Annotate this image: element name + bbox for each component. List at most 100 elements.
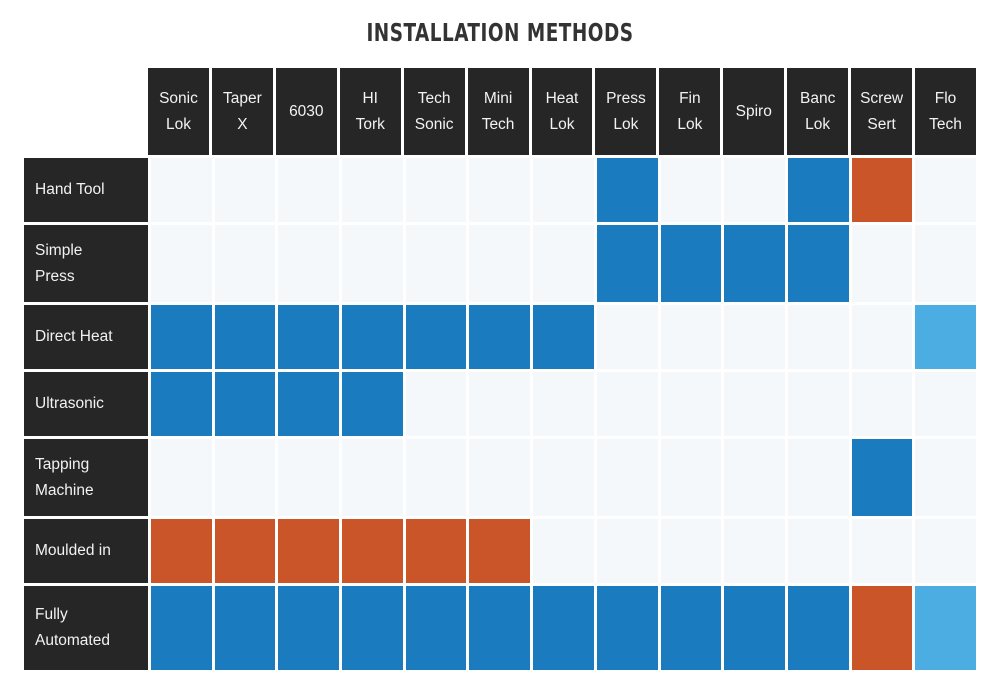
matrix-cell-tapping-machine-fin-lok[interactable] [660, 439, 722, 516]
matrix-cell-tapping-machine-banc-lok[interactable] [787, 439, 849, 516]
matrix-cell-moulded-in-spiro[interactable] [724, 519, 785, 583]
matrix-cell-tapping-machine-hi-tork[interactable] [342, 439, 403, 516]
matrix-cell-fully-automated-banc-lok[interactable] [787, 586, 849, 670]
matrix-cell-simple-press-mini-tech[interactable] [469, 225, 531, 302]
matrix-cell-direct-heat-banc-lok[interactable] [787, 305, 849, 369]
matrix-cell-moulded-in-heat-lok[interactable] [533, 519, 594, 583]
matrix-cell-simple-press-banc-lok[interactable] [787, 225, 849, 302]
matrix-cell-hand-tool-tech-sonic[interactable] [405, 158, 467, 222]
matrix-cell-moulded-in-tech-sonic[interactable] [405, 519, 467, 583]
matrix-cell-hand-tool-sonic-lok[interactable] [151, 158, 212, 222]
matrix-cell-simple-press-heat-lok[interactable] [533, 225, 594, 302]
matrix-cell-hand-tool-spiro[interactable] [724, 158, 785, 222]
matrix-cell-fully-automated-6030[interactable] [278, 586, 340, 670]
column-header-6030[interactable]: 6030 [275, 68, 337, 155]
matrix-cell-ultrasonic-fin-lok[interactable] [660, 372, 722, 436]
matrix-cell-direct-heat-hi-tork[interactable] [342, 305, 403, 369]
row-header-hand-tool[interactable]: Hand Tool [24, 158, 148, 222]
matrix-cell-hand-tool-fin-lok[interactable] [660, 158, 722, 222]
matrix-cell-hand-tool-heat-lok[interactable] [533, 158, 594, 222]
matrix-cell-hand-tool-flo-tech[interactable] [915, 158, 976, 222]
column-header-spiro[interactable]: Spiro [723, 68, 785, 155]
matrix-cell-ultrasonic-sonic-lok[interactable] [151, 372, 212, 436]
matrix-cell-moulded-in-press-lok[interactable] [596, 519, 658, 583]
matrix-cell-fully-automated-screw-sert[interactable] [851, 586, 913, 670]
matrix-cell-direct-heat-tech-sonic[interactable] [405, 305, 467, 369]
matrix-cell-tapping-machine-mini-tech[interactable] [469, 439, 531, 516]
matrix-cell-fully-automated-sonic-lok[interactable] [151, 586, 212, 670]
matrix-cell-direct-heat-fin-lok[interactable] [660, 305, 722, 369]
matrix-cell-direct-heat-spiro[interactable] [724, 305, 785, 369]
row-header-ultrasonic[interactable]: Ultrasonic [24, 372, 148, 436]
matrix-cell-simple-press-6030[interactable] [278, 225, 340, 302]
matrix-cell-simple-press-taper-x[interactable] [214, 225, 276, 302]
row-header-direct-heat[interactable]: Direct Heat [24, 305, 148, 369]
matrix-cell-ultrasonic-heat-lok[interactable] [533, 372, 594, 436]
matrix-cell-fully-automated-flo-tech[interactable] [915, 586, 976, 670]
matrix-cell-ultrasonic-tech-sonic[interactable] [405, 372, 467, 436]
matrix-cell-tapping-machine-heat-lok[interactable] [533, 439, 594, 516]
matrix-cell-hand-tool-6030[interactable] [278, 158, 340, 222]
matrix-cell-fully-automated-mini-tech[interactable] [469, 586, 531, 670]
matrix-cell-ultrasonic-screw-sert[interactable] [851, 372, 913, 436]
matrix-cell-fully-automated-heat-lok[interactable] [533, 586, 594, 670]
matrix-cell-ultrasonic-spiro[interactable] [724, 372, 785, 436]
matrix-cell-ultrasonic-hi-tork[interactable] [342, 372, 403, 436]
matrix-cell-ultrasonic-banc-lok[interactable] [787, 372, 849, 436]
matrix-cell-ultrasonic-taper-x[interactable] [214, 372, 276, 436]
matrix-cell-tapping-machine-tech-sonic[interactable] [405, 439, 467, 516]
matrix-cell-direct-heat-screw-sert[interactable] [851, 305, 913, 369]
matrix-cell-tapping-machine-taper-x[interactable] [214, 439, 276, 516]
matrix-cell-direct-heat-press-lok[interactable] [596, 305, 658, 369]
matrix-cell-tapping-machine-spiro[interactable] [724, 439, 785, 516]
matrix-cell-fully-automated-spiro[interactable] [724, 586, 785, 670]
matrix-cell-hand-tool-press-lok[interactable] [596, 158, 658, 222]
row-header-moulded-in[interactable]: Moulded in [24, 519, 148, 583]
matrix-cell-tapping-machine-press-lok[interactable] [596, 439, 658, 516]
matrix-cell-tapping-machine-flo-tech[interactable] [915, 439, 976, 516]
matrix-cell-moulded-in-screw-sert[interactable] [851, 519, 913, 583]
matrix-cell-hand-tool-banc-lok[interactable] [787, 158, 849, 222]
matrix-cell-fully-automated-tech-sonic[interactable] [405, 586, 467, 670]
matrix-cell-direct-heat-flo-tech[interactable] [915, 305, 976, 369]
matrix-cell-moulded-in-taper-x[interactable] [214, 519, 276, 583]
matrix-cell-ultrasonic-flo-tech[interactable] [915, 372, 976, 436]
matrix-cell-simple-press-tech-sonic[interactable] [405, 225, 467, 302]
matrix-cell-simple-press-screw-sert[interactable] [851, 225, 913, 302]
matrix-cell-direct-heat-sonic-lok[interactable] [151, 305, 212, 369]
matrix-cell-fully-automated-press-lok[interactable] [596, 586, 658, 670]
matrix-cell-moulded-in-sonic-lok[interactable] [151, 519, 212, 583]
matrix-cell-simple-press-hi-tork[interactable] [342, 225, 403, 302]
matrix-cell-moulded-in-mini-tech[interactable] [469, 519, 531, 583]
matrix-cell-moulded-in-hi-tork[interactable] [342, 519, 403, 583]
matrix-cell-hand-tool-taper-x[interactable] [214, 158, 276, 222]
matrix-cell-simple-press-spiro[interactable] [724, 225, 785, 302]
matrix-cell-simple-press-press-lok[interactable] [596, 225, 658, 302]
matrix-cell-moulded-in-6030[interactable] [278, 519, 340, 583]
matrix-cell-moulded-in-flo-tech[interactable] [915, 519, 976, 583]
matrix-cell-direct-heat-taper-x[interactable] [214, 305, 276, 369]
matrix-cell-hand-tool-screw-sert[interactable] [851, 158, 913, 222]
matrix-cell-fully-automated-hi-tork[interactable] [342, 586, 403, 670]
matrix-cell-direct-heat-6030[interactable] [278, 305, 340, 369]
matrix-cell-tapping-machine-sonic-lok[interactable] [151, 439, 212, 516]
matrix-cell-ultrasonic-mini-tech[interactable] [469, 372, 531, 436]
matrix-cell-simple-press-fin-lok[interactable] [660, 225, 722, 302]
matrix-cell-simple-press-sonic-lok[interactable] [151, 225, 212, 302]
matrix-cell-ultrasonic-press-lok[interactable] [596, 372, 658, 436]
matrix-cell-simple-press-flo-tech[interactable] [915, 225, 976, 302]
matrix-cell-hand-tool-mini-tech[interactable] [469, 158, 531, 222]
